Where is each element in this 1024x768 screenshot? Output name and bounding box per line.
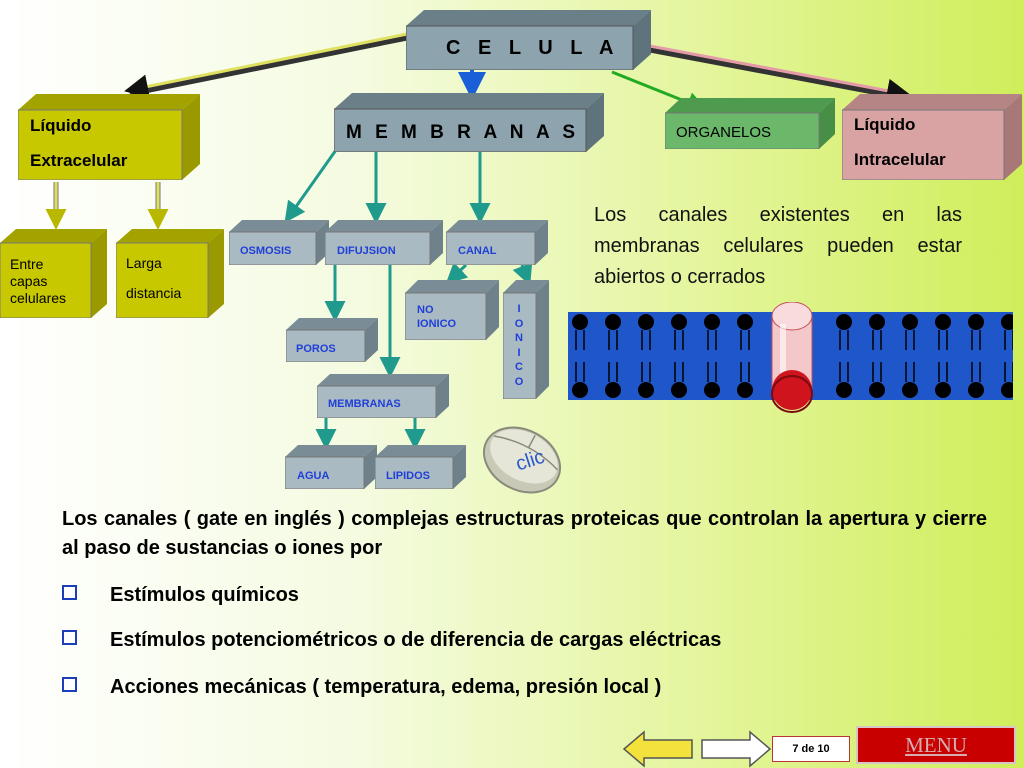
poros-label: POROS — [296, 343, 336, 355]
organelos-label: ORGANELOS — [676, 124, 772, 141]
lipid-head — [902, 382, 918, 398]
entre-capas-shape — [0, 229, 107, 319]
lipid-head — [605, 382, 621, 398]
lipid-head — [671, 382, 687, 398]
difusion-box: DIFUJSION — [324, 220, 443, 266]
bullet-item: Acciones mecánicas ( temperatura, edema,… — [62, 676, 661, 699]
canal-label: CANAL — [458, 245, 497, 257]
liquido-intracelular-line2: Intracelular — [854, 150, 946, 169]
membranas-sub-label: MEMBRANAS — [328, 398, 401, 410]
ionico-label: I O N I C O — [514, 303, 524, 388]
bullet-text: Estímulos potenciométricos o de diferenc… — [110, 629, 722, 651]
clic-mouse-icon[interactable]: clic — [476, 420, 568, 500]
bullet-text: Acciones mecánicas ( temperatura, edema,… — [110, 676, 662, 698]
agua-label: AGUA — [297, 470, 330, 482]
lipid-head — [935, 314, 951, 330]
bullet-text: Estímulos químicos — [110, 584, 299, 606]
larga-distancia-line1: Larga — [126, 255, 162, 271]
lipid-head — [671, 314, 687, 330]
canal-box: CANAL — [445, 220, 548, 266]
celula-box-shape — [406, 10, 651, 70]
lipid-head — [605, 314, 621, 330]
entre-capas-line1: Entre — [10, 256, 44, 272]
celula-box: C E L U L A — [406, 10, 651, 70]
lipid-head — [935, 382, 951, 398]
membrane-channel-illustration — [568, 302, 1013, 413]
lipid-head — [902, 314, 918, 330]
entre-capas-line3: celulares — [10, 290, 67, 306]
lipidos-shape — [374, 445, 466, 490]
liquido-intracelular-line1: Líquido — [854, 115, 916, 134]
agua-shape — [284, 445, 377, 490]
membranas-sub-box: MEMBRANAS — [316, 374, 449, 419]
organelos-box: ORGANELOS — [664, 98, 835, 150]
lipid-head — [638, 314, 654, 330]
osmosis-label: OSMOSIS — [240, 245, 292, 257]
body-section: Los canales ( gate en inglés ) complejas… — [62, 505, 987, 698]
entre-capas-line2: capas — [10, 273, 48, 289]
lipid-head — [836, 314, 852, 330]
lipid-head — [869, 314, 885, 330]
lipid-head — [737, 382, 753, 398]
membranas-title: M E M B R A N A S — [346, 122, 580, 143]
agua-box: AGUA — [284, 445, 377, 490]
larga-distancia-box: Larga distancia — [115, 229, 224, 319]
lipid-head — [572, 314, 588, 330]
lipid-head — [737, 314, 753, 330]
no-ionico-box: NO IONICO — [404, 280, 499, 341]
lipid-head — [1001, 314, 1013, 330]
osmosis-shape — [228, 220, 329, 266]
celula-title: C E L U L A — [446, 37, 620, 59]
checkbox-bullet-icon — [62, 677, 77, 692]
difusion-shape — [324, 220, 443, 266]
no-ionico-shape — [404, 280, 499, 341]
lipid-head — [704, 382, 720, 398]
lipid-head — [572, 382, 588, 398]
bullet-item: Estímulos químicos — [62, 584, 299, 607]
lipid-head — [968, 382, 984, 398]
channel-protein-icon — [771, 302, 813, 413]
ionico-box: I O N I C O — [502, 280, 549, 400]
bullet-item: Estímulos potenciométricos o de diferenc… — [62, 629, 721, 652]
liquido-extracelular-shape — [17, 94, 200, 181]
canal-shape — [445, 220, 548, 266]
lipid-head — [704, 314, 720, 330]
lipid-head — [869, 382, 885, 398]
liquido-intracelular-box: Líquido Intracelular — [841, 94, 1022, 181]
lipid-head — [1001, 382, 1013, 398]
previous-arrow-button[interactable] — [622, 730, 694, 768]
poros-shape — [285, 318, 378, 363]
lipidos-label: LIPIDOS — [386, 470, 431, 482]
membranas-box-shape — [333, 93, 604, 153]
entre-capas-box: Entre capas celulares — [0, 229, 107, 319]
no-ionico-line1: NO — [417, 304, 434, 316]
next-arrow-button[interactable] — [700, 730, 772, 768]
body-paragraph: Los canales ( gate en inglés ) complejas… — [62, 508, 987, 559]
lipid-head — [836, 382, 852, 398]
liquido-extracelular-line2: Extracelular — [30, 151, 128, 170]
larga-distancia-line2: distancia — [126, 285, 182, 301]
channel-note: Los canales existentes en las membranas … — [594, 204, 962, 288]
ionico-shape — [502, 280, 549, 400]
lipid-bilayer — [572, 314, 1013, 398]
checkbox-bullet-icon — [62, 630, 77, 645]
lipid-head — [638, 382, 654, 398]
menu-button[interactable]: MENU — [856, 726, 1016, 764]
lipidos-box: LIPIDOS — [374, 445, 466, 490]
no-ionico-line2: IONICO — [417, 318, 457, 330]
poros-box: POROS — [285, 318, 378, 363]
osmosis-box: OSMOSIS — [228, 220, 329, 266]
liquido-extracelular-box: Líquido Extracelular — [17, 94, 200, 181]
membranas-sub-shape — [316, 374, 449, 419]
lipid-head — [968, 314, 984, 330]
page-counter: 7 de 10 — [772, 736, 850, 762]
liquido-extracelular-line1: Líquido — [30, 116, 92, 135]
organelos-box-shape — [664, 98, 835, 150]
difusion-label: DIFUJSION — [337, 245, 396, 257]
membranas-box: M E M B R A N A S — [333, 93, 604, 153]
checkbox-bullet-icon — [62, 585, 77, 600]
larga-distancia-shape — [115, 229, 224, 319]
